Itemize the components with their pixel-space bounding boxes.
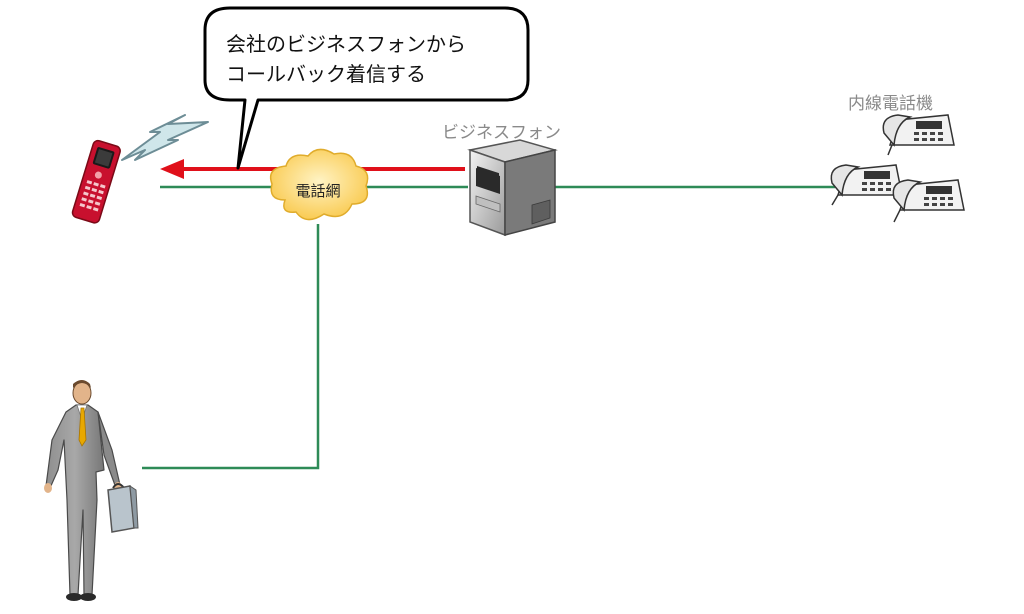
callout-text-line-2: コールバック着信する	[226, 62, 426, 86]
extension-phones-label: 内線電話機	[848, 94, 933, 114]
mobile-phone-icon	[71, 139, 121, 224]
businessman-icon	[44, 380, 122, 601]
briefcase-icon	[107, 483, 139, 533]
pbx-server-icon	[467, 139, 558, 237]
cloud-icon	[269, 148, 369, 221]
phone-network-label: 電話網	[295, 182, 341, 200]
lightning-icon	[121, 114, 209, 161]
arrowhead	[160, 159, 184, 179]
speech-bubble	[203, 6, 530, 170]
line-network-to-person	[142, 224, 320, 470]
desk-phone-icon	[892, 179, 965, 223]
callout-text-line-1: 会社のビジネスフォンから	[226, 32, 466, 56]
connection-lines	[142, 185, 835, 470]
desk-phone-icon	[830, 164, 903, 206]
desk-phone-icon	[882, 114, 955, 156]
business-phone-label: ビジネスフォン	[442, 123, 561, 143]
